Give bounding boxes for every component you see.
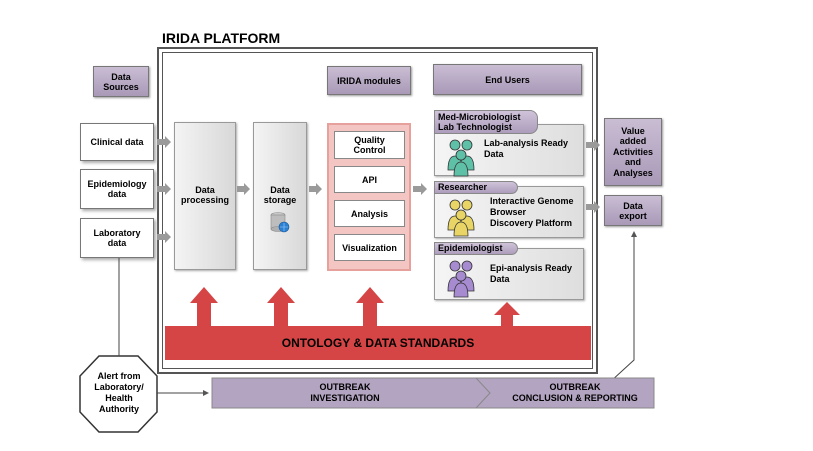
epidemiology-data-box: Epidemiology data <box>80 169 154 209</box>
role-tab-researcher: Researcher <box>434 181 518 194</box>
database-globe-icon <box>270 212 290 233</box>
platform-title: IRIDA PLATFORM <box>162 30 281 46</box>
data-sources-header: Data Sources <box>93 66 149 97</box>
outbreak-investigation-label: OUTBREAK INVESTIGATION <box>310 382 380 403</box>
conclusion-to-export-arrow <box>609 231 637 383</box>
lab-users-icon <box>447 139 475 177</box>
outbreak-conclusion-chevron <box>474 377 655 409</box>
irida-modules-header: IRIDA modules <box>327 66 411 95</box>
researcher-users-icon <box>447 199 475 237</box>
platform-inner-frame <box>162 52 593 369</box>
quality-control-module: Quality Control <box>334 131 405 159</box>
ontology-banner: ONTOLOGY & DATA STANDARDS <box>165 326 591 360</box>
role-tab-epidemiologist: Epidemiologist <box>434 242 518 255</box>
flow-arrows <box>157 136 600 243</box>
data-storage-box: Data storage <box>253 122 307 270</box>
ontology-up-arrows <box>190 287 520 326</box>
value-added-box: Value added Activities and Analyses <box>604 118 662 186</box>
clinical-data-box: Clinical data <box>80 123 154 161</box>
outbreak-conclusion-label: OUTBREAK CONCLUSION & REPORTING <box>512 382 638 403</box>
end-users-header: End Users <box>433 64 582 95</box>
visualization-module: Visualization <box>334 234 405 261</box>
api-module: API <box>334 166 405 193</box>
genome-browser-output: Interactive Genome Browser Discovery Pla… <box>490 196 574 228</box>
data-storage-label: Data storage <box>263 185 297 205</box>
lab-analysis-output: Lab-analysis Ready Data <box>484 138 569 159</box>
alert-octagon <box>79 355 158 433</box>
data-export-box: Data export <box>604 195 662 226</box>
data-processing-box: Data processing <box>174 122 236 270</box>
role-tab-med-microbiologist: Med-Microbiologist Lab Technologist <box>434 110 538 134</box>
laboratory-data-box: Laboratory data <box>80 218 154 258</box>
analysis-module: Analysis <box>334 200 405 227</box>
data-processing-label: Data processing <box>180 185 229 205</box>
epi-analysis-output: Epi-analysis Ready Data <box>490 263 573 284</box>
alert-label: Alert from Laboratory/ Health Authority <box>94 371 144 414</box>
epidemiologist-users-icon <box>447 260 475 298</box>
